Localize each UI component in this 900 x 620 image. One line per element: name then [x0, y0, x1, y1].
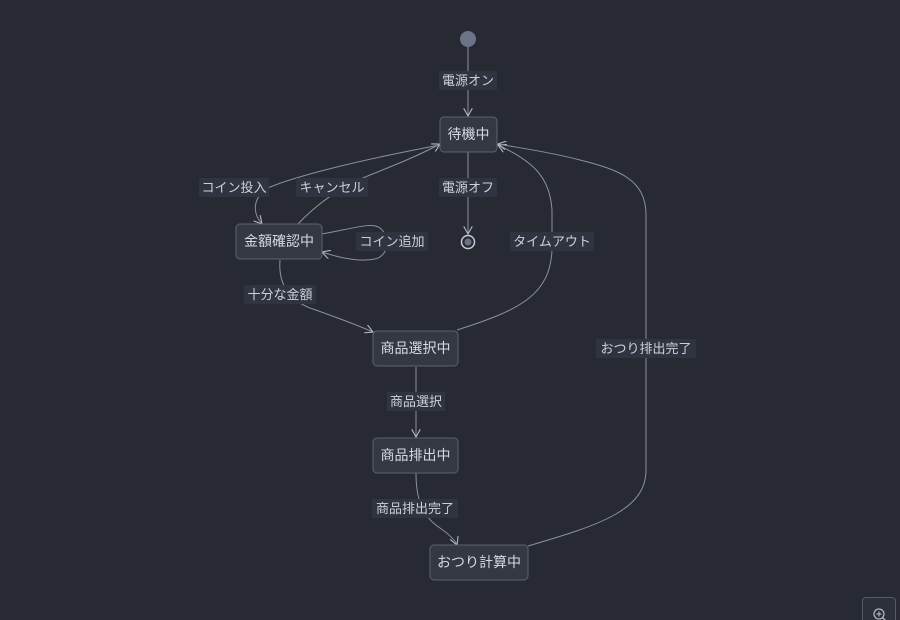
state-change-calc-label: おつり計算中 [437, 555, 521, 571]
state-product-select-label: 商品選択中 [381, 341, 451, 357]
label-timeout: タイムアウト [510, 232, 594, 251]
label-dispense-complete-text: 商品排出完了 [376, 502, 454, 517]
label-timeout-text: タイムアウト [513, 235, 591, 250]
label-enough-amount: 十分な金額 [244, 285, 316, 304]
zoom-button[interactable] [862, 597, 896, 620]
label-coin-add: コイン追加 [356, 232, 428, 251]
edge-change-complete [498, 144, 647, 547]
end-state [460, 234, 476, 250]
label-product-selection-text: 商品選択 [390, 395, 442, 410]
edge-cancel [295, 144, 440, 227]
start-state [460, 31, 476, 47]
label-product-selection: 商品選択 [387, 392, 445, 411]
state-amount-check[interactable]: 金額確認中 [235, 223, 323, 260]
state-amount-check-label: 金額確認中 [244, 234, 314, 250]
label-power-off: 電源オフ [439, 178, 497, 197]
label-enough-amount-text: 十分な金額 [247, 287, 312, 303]
state-idle[interactable]: 待機中 [439, 116, 498, 153]
state-dispensing[interactable]: 商品排出中 [372, 437, 459, 474]
label-dispense-complete: 商品排出完了 [372, 499, 458, 518]
state-change-calc[interactable]: おつり計算中 [429, 544, 529, 581]
state-dispensing-label: 商品排出中 [381, 448, 451, 464]
edge-enough-amount [279, 259, 373, 332]
label-coin-insert: コイン投入 [199, 178, 269, 197]
state-idle-label: 待機中 [448, 127, 490, 143]
label-coin-add-text: コイン追加 [359, 234, 424, 250]
label-cancel: キャンセル [296, 178, 368, 197]
label-power-off-text: 電源オフ [442, 181, 494, 196]
edge-coin-insert [255, 144, 441, 224]
label-change-complete: おつり排出完了 [596, 339, 696, 358]
state-product-select[interactable]: 商品選択中 [372, 330, 459, 367]
edge-dispense-complete [415, 472, 457, 545]
label-cancel-text: キャンセル [299, 181, 364, 196]
zoom-in-icon [873, 608, 887, 620]
label-power-on: 電源オン [439, 71, 497, 90]
label-change-complete-text: おつり排出完了 [600, 342, 691, 357]
label-power-on-text: 電源オン [442, 74, 494, 89]
label-coin-insert-text: コイン投入 [201, 180, 266, 196]
